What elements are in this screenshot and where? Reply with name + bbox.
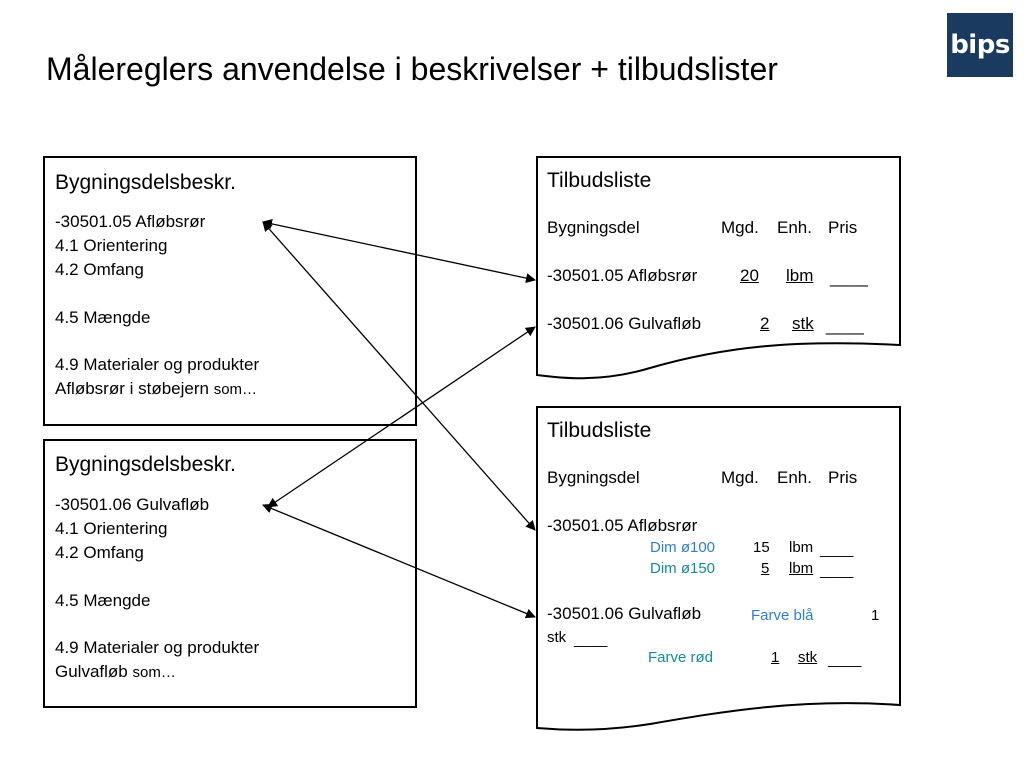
bid-row-code: -30501.05 Afløbsrør [547, 516, 698, 535]
bid-row-qty: 20 [740, 266, 759, 285]
column-header-part: Bygningsdel [547, 218, 640, 237]
description-heading: Bygningsdelsbeskr. [55, 453, 236, 476]
description-line: 4.1 Orientering [55, 519, 168, 538]
variant-price: ____ [828, 651, 862, 668]
description-suffix: som… [132, 664, 176, 681]
description-heading: Bygningsdelsbeskr. [55, 171, 236, 194]
variant-label: Farve blå [751, 607, 814, 624]
bid-row-qty: 2 [760, 314, 770, 333]
description-line: 4.5 Mængde [55, 308, 151, 327]
column-header-part: Bygningsdel [547, 468, 640, 487]
column-header-price: Pris [828, 218, 858, 237]
variant-unit: stk [798, 649, 818, 666]
arrow-afloebsroer-to-list1 [262, 218, 536, 284]
variant-unit: stk [547, 629, 567, 646]
bid-row-code: -30501.06 Gulvafløb [547, 314, 702, 333]
bips-logo: bips [947, 13, 1013, 77]
bid-row-code: -30501.06 Gulvafløb [547, 604, 702, 623]
variant-unit: lbm [789, 539, 814, 556]
description-line: -30501.05 Afløbsrør [55, 212, 206, 231]
variant-qty: 1 [871, 607, 880, 624]
bid-row-price: ____ [830, 268, 868, 287]
bid-list-shape [536, 406, 901, 731]
logo-text: bips [950, 30, 1010, 60]
variant-qty: 1 [771, 649, 780, 666]
variant-unit: lbm [789, 560, 814, 577]
bid-row-code: -30501.05 Afløbsrør [547, 266, 698, 285]
description-last-line: Afløbsrør i støbejern som… [55, 379, 257, 400]
page-title: Målereglers anvendelse i beskrivelser + … [46, 51, 778, 87]
variant-price: ____ [820, 562, 854, 579]
description-suffix: som… [213, 381, 258, 398]
bid-row-price: ____ [826, 316, 864, 335]
description-material: Gulvafløb [55, 662, 128, 681]
bid-list-shape [536, 156, 901, 380]
column-header-price: Pris [828, 468, 858, 487]
description-line: 4.9 Materialer og produkter [55, 355, 260, 374]
description-line: 4.1 Orientering [55, 236, 168, 255]
description-material: Afløbsrør i støbejern [55, 379, 209, 398]
variant-qty: 5 [761, 560, 770, 577]
column-header-qty: Mgd. [721, 468, 759, 487]
variant-price: ____ [820, 541, 854, 558]
variant-label: Dim ø100 [650, 539, 716, 556]
description-line: 4.2 Omfang [55, 543, 144, 562]
description-last-line: Gulvafløb som… [55, 662, 176, 683]
column-header-unit: Enh. [777, 218, 812, 237]
bid-row-unit: lbm [786, 266, 814, 285]
arrow-gulvafloeb-to-list1 [267, 326, 536, 508]
column-header-qty: Mgd. [721, 218, 759, 237]
variant-price: ____ [574, 631, 608, 648]
bid-list-heading: Tilbudsliste [547, 419, 652, 442]
description-line: 4.5 Mængde [55, 591, 151, 610]
column-header-unit: Enh. [777, 468, 812, 487]
arrow-gulvafloeb-to-list2 [262, 503, 536, 619]
variant-qty: 15 [753, 539, 770, 556]
bid-row-unit: stk [792, 314, 814, 333]
description-line: 4.2 Omfang [55, 260, 144, 279]
arrow-afloebsroer-to-list2 [262, 221, 536, 531]
description-line: -30501.06 Gulvafløb [55, 495, 210, 514]
description-line: 4.9 Materialer og produkter [55, 638, 260, 657]
variant-label: Farve rød [648, 649, 714, 666]
bid-list-heading: Tilbudsliste [547, 169, 652, 192]
variant-label: Dim ø150 [650, 560, 716, 577]
